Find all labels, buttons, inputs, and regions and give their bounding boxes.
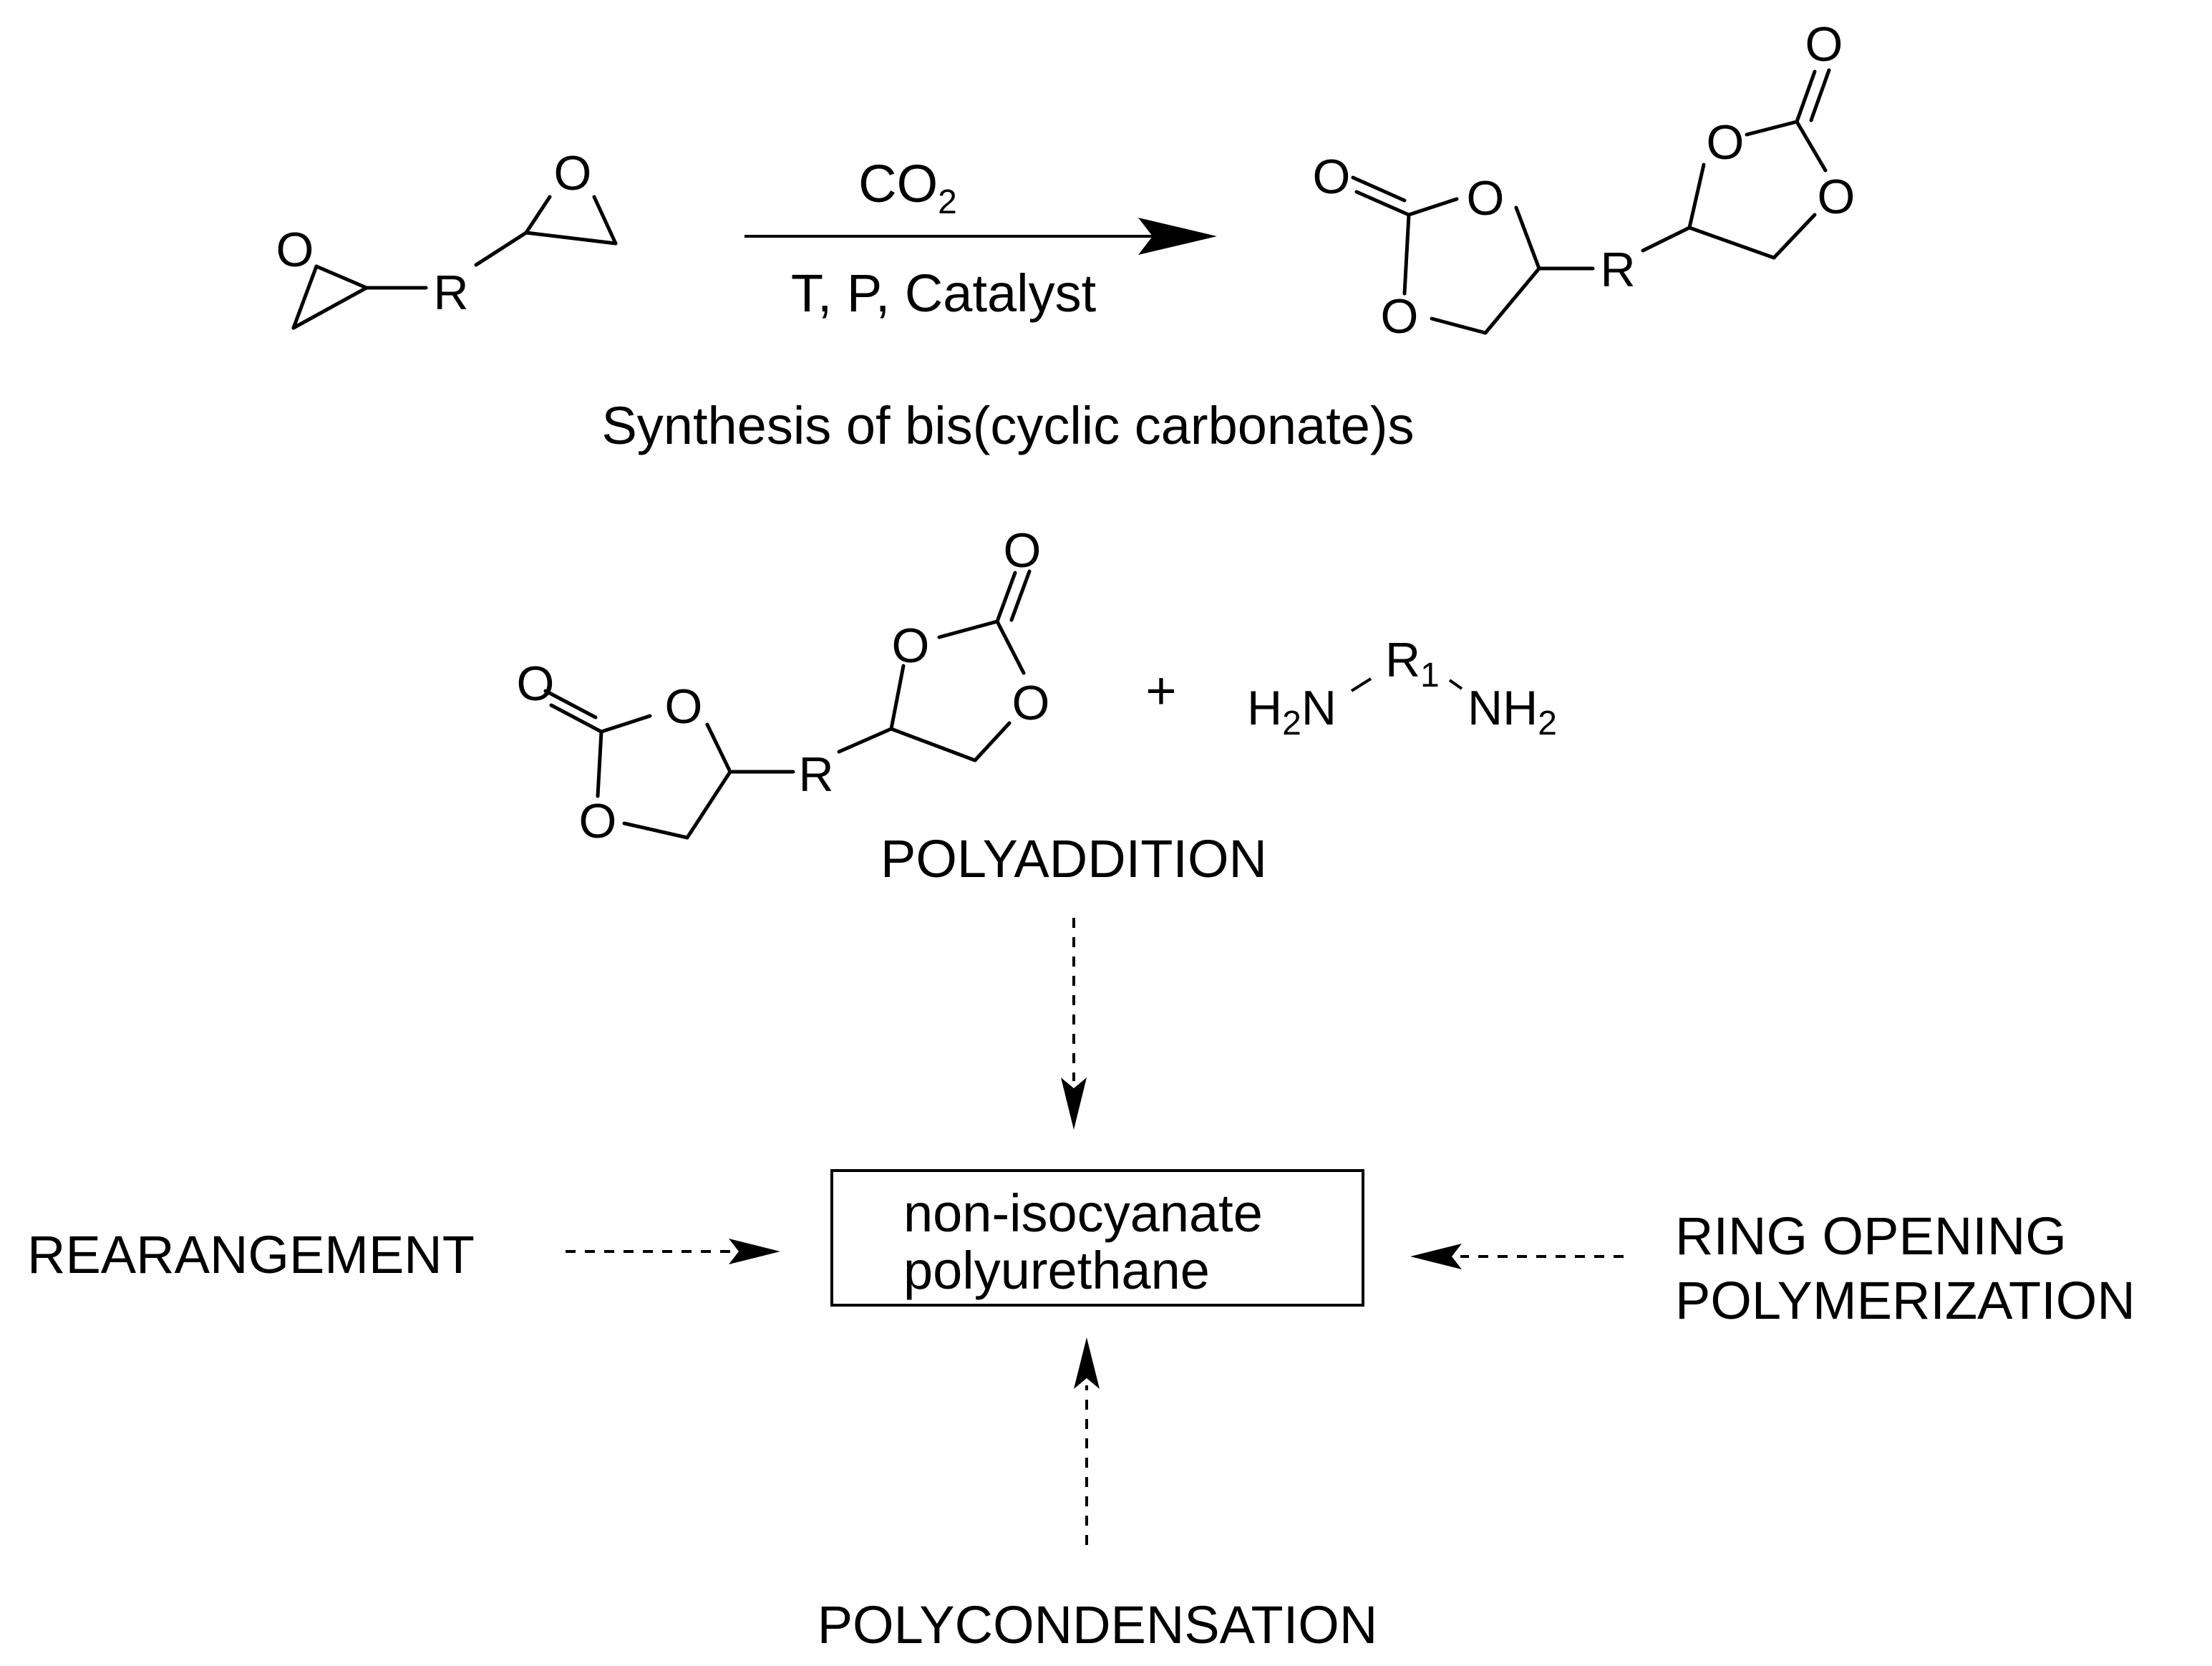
ring-oxygen-left-upper: O: [1467, 171, 1505, 226]
product-box: non-isocyanate polyurethane: [830, 1169, 1364, 1307]
diamine-left-amine: H2N: [1247, 681, 1337, 742]
arrow-polycondensation-to-product: [1074, 1337, 1100, 1545]
diamine-r1-label: R1: [1385, 633, 1440, 694]
ring-oxygen-left-lower: O: [1381, 289, 1419, 344]
carbonyl-oxygen-left: O: [517, 657, 555, 711]
carbonyl-oxygen-right: O: [1805, 17, 1843, 72]
route-ring-opening-label: RING OPENING: [1675, 1206, 2067, 1266]
reagent-label: CO2: [858, 154, 957, 221]
reaction-arrow: CO2 T, P, Catalyst: [744, 154, 1217, 323]
bis-cyclic-carbonate-product: O O O R O O O: [1313, 17, 1856, 344]
route-rearrangement-label: REARANGEMENT: [27, 1225, 475, 1284]
ring-oxygen-left-upper: O: [665, 679, 703, 734]
product-box-line2: polyurethane: [903, 1241, 1210, 1300]
carbonyl-oxygen-right: O: [1004, 523, 1042, 578]
route-ring-opening-label-line2: POLYMERIZATION: [1675, 1271, 2135, 1330]
arrow-rearrangement-to-product: [566, 1239, 780, 1264]
ring-oxygen-right-upper: O: [892, 619, 930, 673]
carbonyl-oxygen-left: O: [1313, 150, 1351, 204]
ring-oxygen-right-lower: O: [1818, 170, 1856, 224]
ring-oxygen-right-lower: O: [1012, 676, 1050, 730]
route-polycondensation-label: POLYCONDENSATION: [818, 1595, 1378, 1655]
arrow-polyaddition-to-product: [1061, 918, 1087, 1130]
polyaddition-label: POLYADDITION: [881, 829, 1267, 888]
r-group-label: R: [433, 266, 468, 320]
product-box-line1: non-isocyanate: [903, 1183, 1263, 1243]
r-group-label: R: [798, 747, 833, 802]
ring-oxygen-right-upper: O: [1707, 115, 1745, 170]
polyaddition-carbonate-structure: O O O R O O O: [517, 523, 1050, 848]
bis-epoxide-structure: O R O: [276, 146, 618, 330]
epoxide-oxygen-left: O: [276, 223, 314, 277]
plus-sign: +: [1145, 661, 1176, 720]
diamine-right-amine: NH2: [1468, 681, 1557, 742]
ring-oxygen-left-lower: O: [579, 794, 617, 848]
arrow-ring-opening-to-product: [1410, 1244, 1624, 1269]
conditions-label: T, P, Catalyst: [791, 263, 1097, 323]
r-group-label: R: [1600, 243, 1635, 297]
diamine-structure: H2N R1 NH2: [1247, 633, 1557, 742]
synthesis-caption: Synthesis of bis(cyclic carbonate)s: [601, 396, 1414, 455]
epoxide-oxygen-right: O: [554, 146, 592, 200]
